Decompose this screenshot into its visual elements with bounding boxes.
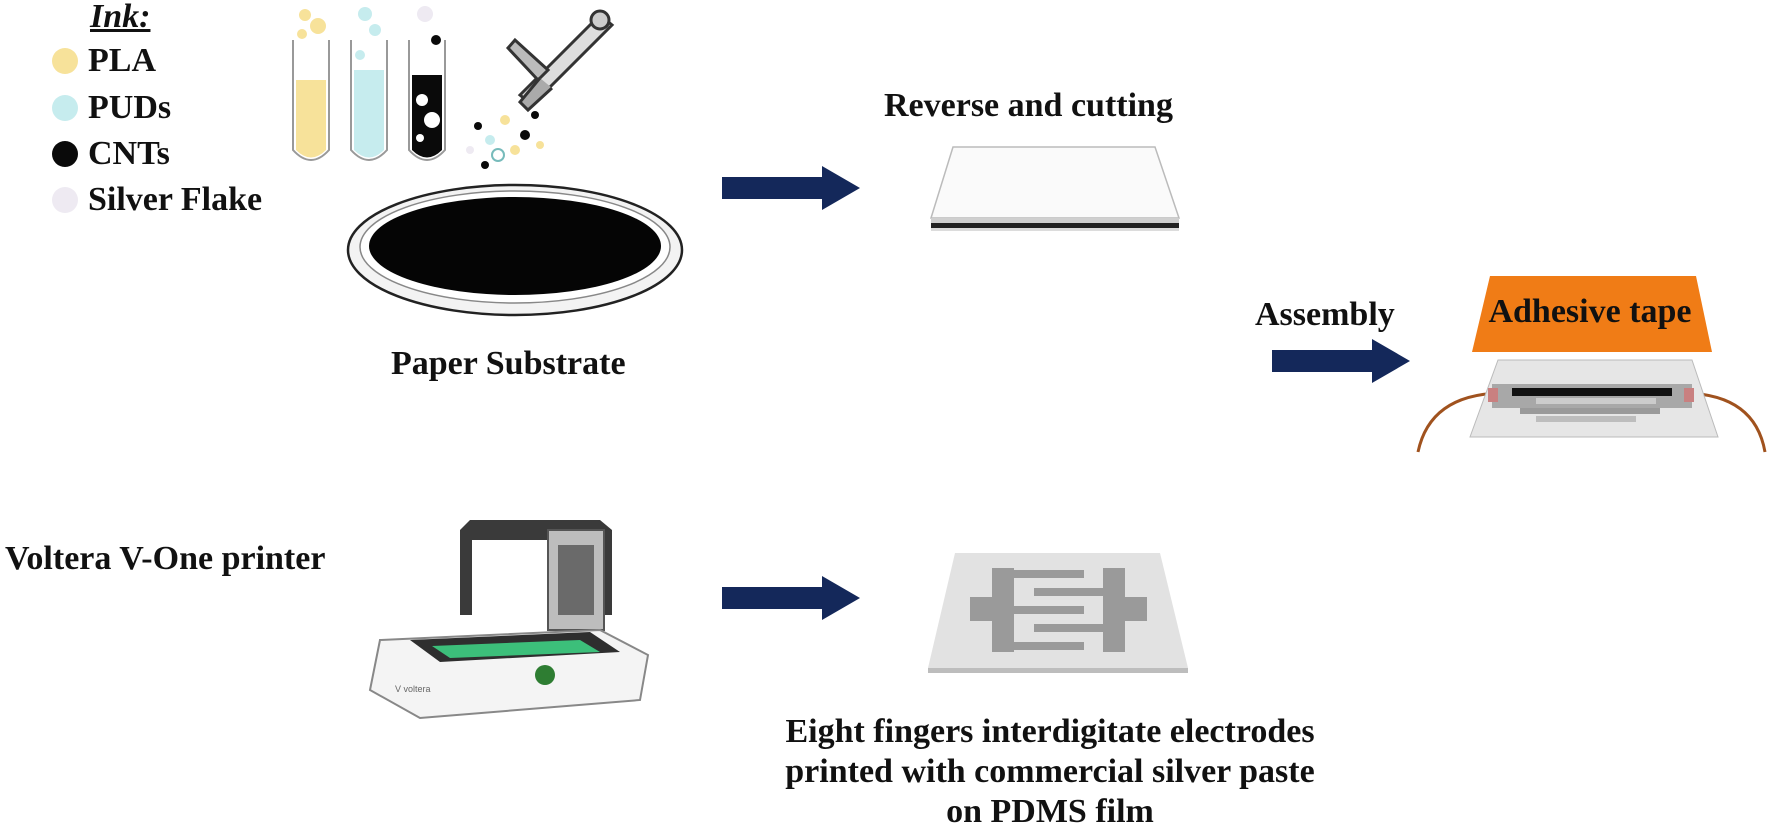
paper-dish-icon [346, 183, 684, 317]
adhesive-tape-label: Adhesive tape [1488, 293, 1692, 330]
sensor-device-icon [1416, 359, 1767, 453]
svg-text:V voltera: V voltera [395, 684, 431, 694]
airbrush-icon [505, 9, 615, 113]
legend-label: Silver Flake [88, 181, 263, 218]
electrode-pattern-icon [928, 553, 1188, 673]
pla-swatch-icon [52, 48, 78, 74]
legend-label: CNTs [88, 135, 170, 172]
paper-substrate-label: Paper Substrate [391, 345, 626, 382]
arrow-to-film [722, 166, 860, 210]
cnts-swatch-icon [52, 141, 78, 167]
legend-label: PUDs [88, 89, 172, 126]
electrodes-caption: Eight fingers interdigitate electrodes p… [700, 712, 1400, 832]
legend-item-pla: PLA [52, 44, 156, 78]
printer-label: Voltera V-One printer [5, 540, 326, 577]
test-tubes-icon [288, 5, 446, 161]
electrodes-caption-line3: on PDMS film [946, 793, 1154, 830]
legend-title: Ink: [90, 0, 151, 35]
legend-item-cnts: CNTs [52, 137, 170, 171]
legend-item-puds: PUDs [52, 91, 171, 125]
silver-flake-swatch-icon [52, 187, 78, 213]
reverse-cutting-label: Reverse and cutting [884, 87, 1173, 124]
adhesive-tape-shape [1472, 276, 1712, 352]
film-sheet-icon [929, 146, 1181, 231]
puds-swatch-icon [52, 95, 78, 121]
arrow-to-assembly [1272, 339, 1410, 383]
spray-droplets [466, 111, 544, 169]
arrows [722, 166, 1410, 620]
electrodes-caption-line2: printed with commercial silver paste [785, 753, 1315, 790]
printer-icon: V voltera [368, 520, 650, 720]
legend-label: PLA [88, 42, 156, 79]
assembly-label: Assembly [1255, 296, 1395, 333]
legend-item-silver-flake: Silver Flake [52, 183, 262, 217]
arrow-to-electrodes [722, 576, 860, 620]
electrodes-caption-line1: Eight fingers interdigitate electrodes [785, 713, 1315, 750]
